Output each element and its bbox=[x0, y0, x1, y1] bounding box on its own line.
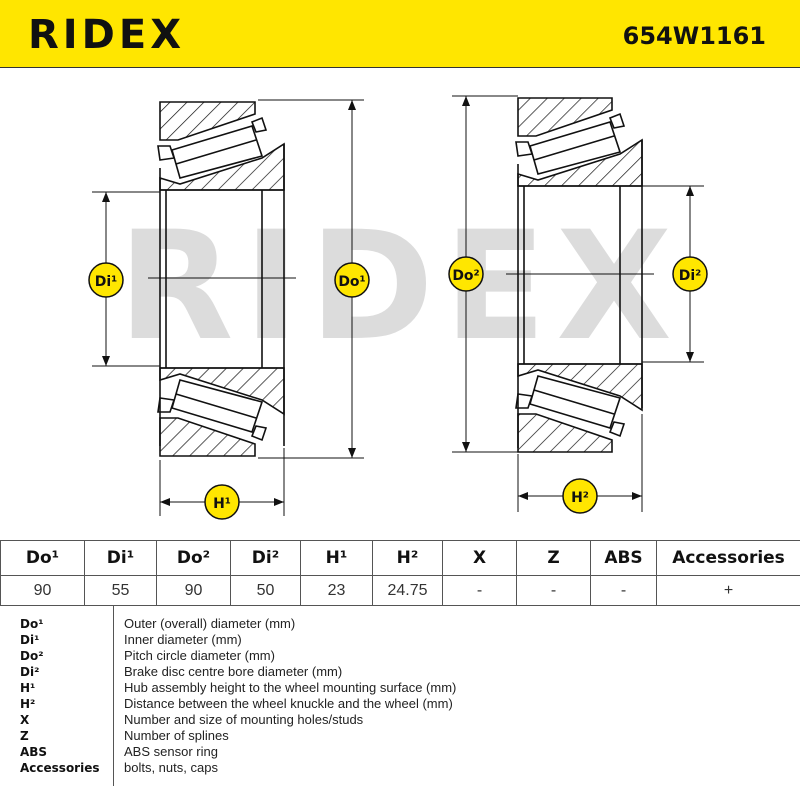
left-bearing-section bbox=[157, 101, 285, 457]
header-do1: Do¹ bbox=[0, 540, 85, 576]
legend-key: Di¹ bbox=[20, 633, 40, 647]
legend-key: H² bbox=[20, 697, 36, 711]
value-h1: 23 bbox=[300, 575, 373, 606]
value-accessories: + bbox=[656, 575, 800, 606]
legend-row: Z Number of splines bbox=[0, 728, 800, 744]
header-h1: H¹ bbox=[300, 540, 373, 576]
legend-row: H² Distance between the wheel knuckle and… bbox=[0, 696, 800, 712]
legend-key: ABS bbox=[20, 745, 48, 759]
value-di1: 55 bbox=[84, 575, 157, 606]
legend-row: X Number and size of mounting holes/studs bbox=[0, 712, 800, 728]
header-do2: Do² bbox=[156, 540, 231, 576]
badge-do2: Do² bbox=[448, 256, 484, 292]
value-z: - bbox=[516, 575, 591, 606]
header-bar: RIDEX 654W1161 bbox=[0, 0, 800, 68]
legend-key: X bbox=[20, 713, 30, 727]
svg-text:Do¹: Do¹ bbox=[338, 274, 365, 290]
legend-desc: ABS sensor ring bbox=[124, 744, 218, 759]
bearing-diagram: RIDEX bbox=[0, 68, 800, 540]
value-do1: 90 bbox=[0, 575, 85, 606]
legend-row: H¹ Hub assembly height to the wheel mount… bbox=[0, 680, 800, 696]
legend-desc: Hub assembly height to the wheel mountin… bbox=[124, 680, 457, 695]
legend-row: Do² Pitch circle diameter (mm) bbox=[0, 648, 800, 664]
legend-key: Z bbox=[20, 729, 29, 743]
legend-desc: Outer (overall) diameter (mm) bbox=[124, 616, 296, 631]
legend-row: Do¹ Outer (overall) diameter (mm) bbox=[0, 616, 800, 632]
legend-desc: Brake disc centre bore diameter (mm) bbox=[124, 664, 343, 679]
value-di2: 50 bbox=[230, 575, 301, 606]
legend-key: Do² bbox=[20, 649, 44, 663]
value-x: - bbox=[442, 575, 517, 606]
legend-desc: Number of splines bbox=[124, 728, 229, 743]
right-bearing-section bbox=[515, 97, 643, 453]
legend-row: ABS ABS sensor ring bbox=[0, 744, 800, 760]
header-x: X bbox=[442, 540, 517, 576]
svg-text:Do²: Do² bbox=[452, 268, 479, 284]
legend-desc: Number and size of mounting holes/studs bbox=[124, 712, 364, 727]
svg-text:Di¹: Di¹ bbox=[95, 274, 118, 290]
badge-h1: H¹ bbox=[204, 484, 240, 520]
legend-row: Accessories bolts, nuts, caps bbox=[0, 760, 800, 776]
part-number: 654W1161 bbox=[622, 22, 766, 50]
legend-key: H¹ bbox=[20, 681, 36, 695]
legend-row: Di¹ Inner diameter (mm) bbox=[0, 632, 800, 648]
legend-desc: Pitch circle diameter (mm) bbox=[124, 648, 275, 663]
header-z: Z bbox=[516, 540, 591, 576]
bearing-drawing: RIDEX bbox=[88, 95, 708, 520]
value-abs: - bbox=[590, 575, 657, 606]
ridex-logo: RIDEX bbox=[28, 12, 186, 58]
legend-divider bbox=[113, 606, 114, 786]
value-do2: 90 bbox=[156, 575, 231, 606]
svg-text:H²: H² bbox=[571, 490, 589, 506]
legend-desc: Distance between the wheel knuckle and t… bbox=[124, 696, 453, 711]
header-di2: Di² bbox=[230, 540, 301, 576]
spec-value-row: 90 55 90 50 23 24.75 - - - + bbox=[0, 575, 800, 606]
legend-row: Di² Brake disc centre bore diameter (mm) bbox=[0, 664, 800, 680]
header-accessories: Accessories bbox=[656, 540, 800, 576]
spec-header-row: Do¹ Di¹ Do² Di² H¹ H² X Z ABS Accessorie… bbox=[0, 540, 800, 576]
svg-text:Di²: Di² bbox=[679, 268, 702, 284]
badge-do1: Do¹ bbox=[334, 262, 370, 298]
legend-key: Di² bbox=[20, 665, 40, 679]
header-di1: Di¹ bbox=[84, 540, 157, 576]
badge-h2: H² bbox=[562, 478, 598, 514]
legend-desc: bolts, nuts, caps bbox=[124, 760, 218, 775]
legend-key: Accessories bbox=[20, 761, 100, 775]
svg-text:H¹: H¹ bbox=[213, 496, 231, 512]
legend-box: Do¹ Outer (overall) diameter (mm) Di¹ Inne… bbox=[0, 605, 800, 800]
right-arrowheads bbox=[462, 96, 694, 500]
legend-desc: Inner diameter (mm) bbox=[124, 632, 242, 647]
spec-table: Do¹ Di¹ Do² Di² H¹ H² X Z ABS Accessorie… bbox=[0, 540, 800, 606]
badge-di2: Di² bbox=[672, 256, 708, 292]
left-arrowheads bbox=[102, 100, 356, 506]
header-abs: ABS bbox=[590, 540, 657, 576]
watermark-text: RIDEX bbox=[118, 200, 682, 374]
value-h2: 24.75 bbox=[372, 575, 443, 606]
left-dimensions bbox=[92, 99, 364, 516]
badge-di1: Di¹ bbox=[88, 262, 124, 298]
header-h2: H² bbox=[372, 540, 443, 576]
legend-key: Do¹ bbox=[20, 617, 44, 631]
